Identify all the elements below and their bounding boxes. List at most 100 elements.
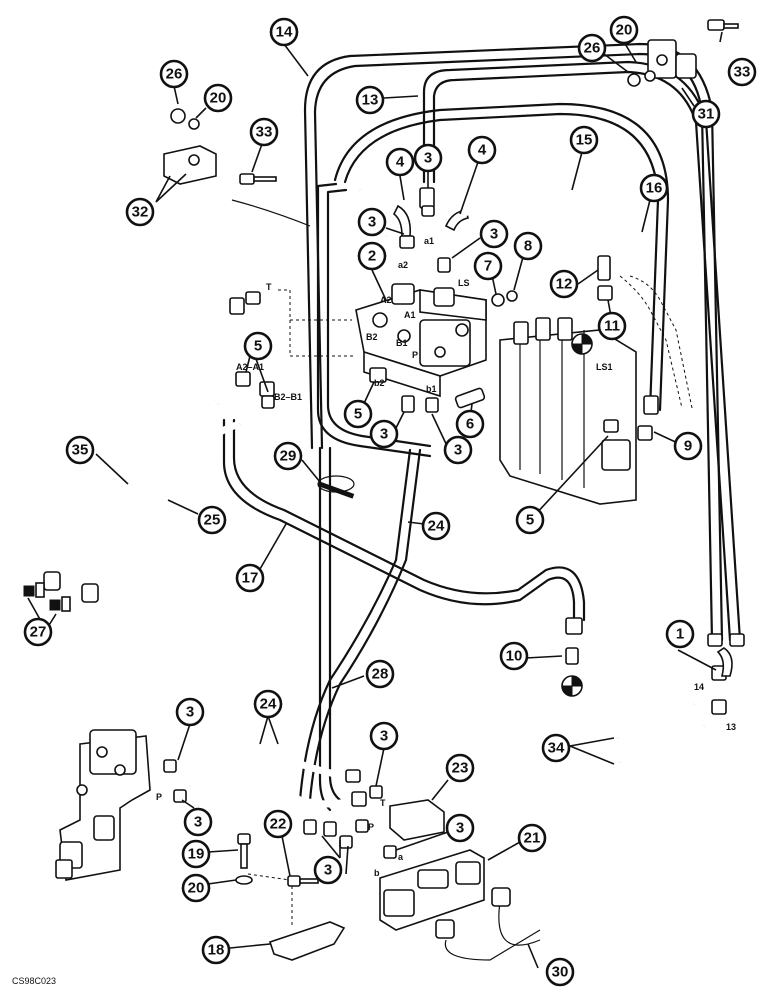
callout-4: 4 (385, 147, 415, 177)
callout-34: 34 (541, 733, 571, 763)
steel-pipe-17 (222, 418, 586, 622)
callout-28: 28 (365, 659, 395, 689)
port-label-b2: b2 (374, 378, 385, 388)
callout-20: 20 (609, 15, 639, 45)
svg-text:20: 20 (188, 880, 205, 897)
wiring-30 (435, 887, 541, 961)
port-label-a-low: a (398, 852, 404, 862)
svg-text:7: 7 (484, 258, 492, 275)
nut-washer-top (170, 70, 656, 130)
callout-3: 3 (183, 807, 213, 837)
svg-text:30: 30 (552, 964, 569, 981)
port-label-t-top: T (266, 282, 272, 292)
callout-33: 33 (249, 117, 279, 147)
callout-5: 5 (243, 331, 273, 361)
svg-text:3: 3 (454, 442, 462, 459)
svg-text:6: 6 (466, 416, 474, 433)
svg-text:11: 11 (604, 318, 620, 335)
svg-text:32: 32 (132, 204, 149, 221)
callout-4: 4 (467, 135, 497, 165)
svg-text:1: 1 (676, 626, 684, 643)
svg-text:5: 5 (354, 406, 362, 423)
callout-15: 15 (569, 125, 599, 155)
callout-20: 20 (181, 873, 211, 903)
svg-text:12: 12 (556, 276, 573, 293)
svg-text:3: 3 (490, 226, 498, 243)
callout-5: 5 (343, 399, 373, 429)
callout-5: 5 (515, 505, 545, 535)
svg-text:13: 13 (362, 92, 379, 109)
main-control-valve (499, 317, 637, 505)
callout-26: 26 (577, 33, 607, 63)
port-label-b2-b1: B2–B1 (274, 392, 302, 402)
callout-3: 3 (357, 207, 387, 237)
fittings-upper (235, 187, 659, 697)
callout-27: 27 (23, 617, 53, 647)
svg-text:34: 34 (548, 740, 565, 757)
callout-1: 1 (665, 619, 695, 649)
steel-pipe-14 (303, 42, 724, 642)
port-label-p-block: P (412, 350, 418, 360)
steel-pipe-24 (298, 448, 422, 802)
callout-24: 24 (253, 689, 283, 719)
port-label-13: 13 (726, 722, 736, 732)
callout-18: 18 (201, 935, 231, 965)
callout-2: 2 (357, 241, 387, 271)
port-label-b-low: b (374, 868, 380, 878)
callout-24: 24 (421, 511, 451, 541)
svg-text:27: 27 (30, 624, 47, 641)
callout-35: 35 (65, 435, 95, 465)
svg-text:19: 19 (188, 846, 205, 863)
svg-text:3: 3 (424, 150, 432, 167)
callout-9: 9 (673, 431, 703, 461)
svg-text:17: 17 (242, 570, 259, 587)
clamp-32 (163, 145, 217, 185)
clamp-31 (647, 39, 697, 79)
svg-text:3: 3 (368, 214, 376, 231)
hoses-34 (616, 633, 745, 766)
callout-10: 10 (499, 641, 529, 671)
svg-text:15: 15 (576, 132, 593, 149)
svg-text:18: 18 (208, 942, 225, 959)
port-label-a2: a2 (398, 260, 408, 270)
svg-text:20: 20 (210, 90, 227, 107)
steel-pipe-loop (316, 182, 432, 458)
svg-text:8: 8 (524, 238, 532, 255)
callout-30: 30 (545, 957, 575, 987)
figure-code: CS98C023 (12, 976, 56, 986)
callout-3: 3 (313, 855, 343, 885)
callout-16: 16 (639, 173, 669, 203)
callout-6: 6 (455, 409, 485, 439)
callout-25: 25 (197, 505, 227, 535)
port-label-p-low: P (368, 822, 374, 832)
callout-13: 13 (355, 85, 385, 115)
svg-text:4: 4 (478, 142, 487, 159)
callout-33: 33 (727, 57, 757, 87)
clamp-29 (317, 475, 355, 499)
svg-text:28: 28 (372, 666, 389, 683)
svg-text:24: 24 (428, 518, 445, 535)
callout-3: 3 (479, 219, 509, 249)
svg-text:33: 33 (256, 124, 273, 141)
svg-text:26: 26 (166, 66, 183, 83)
port-labels: a2 a1 LS LS1 T A2 A1 B2 B1 P A2–A1 B2–B1… (156, 236, 736, 878)
component-23 (389, 799, 445, 841)
bolt-33-left (231, 173, 311, 227)
hose-25 (91, 420, 241, 598)
solenoid-valve-21 (379, 849, 485, 931)
svg-text:2: 2 (368, 248, 376, 265)
callout-bubbles: 14 20 26 33 13 26 20 31 33 32 4 3 4 15 1… (23, 15, 757, 987)
callout-3: 3 (369, 419, 399, 449)
callout-3: 3 (413, 143, 443, 173)
svg-text:3: 3 (194, 814, 202, 831)
hose-35-end (23, 571, 99, 612)
port-label-b1-block: B1 (396, 338, 408, 348)
svg-text:25: 25 (204, 512, 221, 529)
hose-left-valve (211, 297, 245, 401)
svg-text:3: 3 (324, 862, 332, 879)
svg-text:31: 31 (698, 106, 715, 123)
callout-23: 23 (445, 753, 475, 783)
lower-left-valve (55, 729, 151, 881)
port-label-t-low: T (380, 798, 386, 808)
